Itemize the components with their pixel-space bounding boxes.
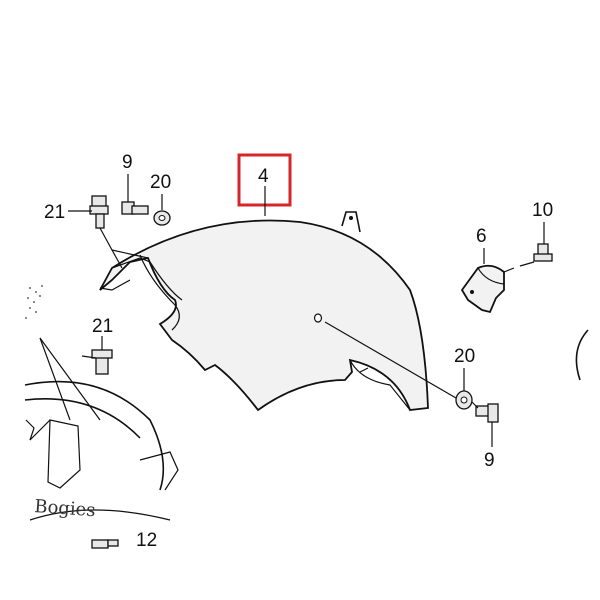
callout-part-6: 6	[476, 226, 487, 247]
dotted-texture	[25, 285, 43, 319]
lower-fender-part-12	[24, 337, 179, 549]
callout-part-21-top: 21	[44, 202, 65, 223]
callout-part-20-bottom: 20	[454, 346, 475, 367]
cover-part-6	[460, 264, 505, 314]
callout-part-9-bottom: 9	[484, 450, 495, 471]
right-edge-part	[575, 329, 589, 381]
callout-part-21-mid: 21	[92, 316, 113, 337]
bolt-part-10	[503, 243, 553, 273]
callout-part-9-top: 9	[122, 152, 133, 173]
callout-part-12: 12	[136, 530, 157, 551]
callout-part-4: 4	[258, 166, 269, 187]
callout-part-10: 10	[532, 200, 553, 221]
callout-part-20-top: 20	[150, 172, 171, 193]
hardware-top-left	[89, 195, 171, 269]
bolt-part-21-mid	[81, 349, 113, 375]
rear-fender-part	[99, 211, 429, 412]
watermark-text: Bogies	[34, 496, 97, 521]
hardware-bottom-right	[324, 321, 499, 423]
